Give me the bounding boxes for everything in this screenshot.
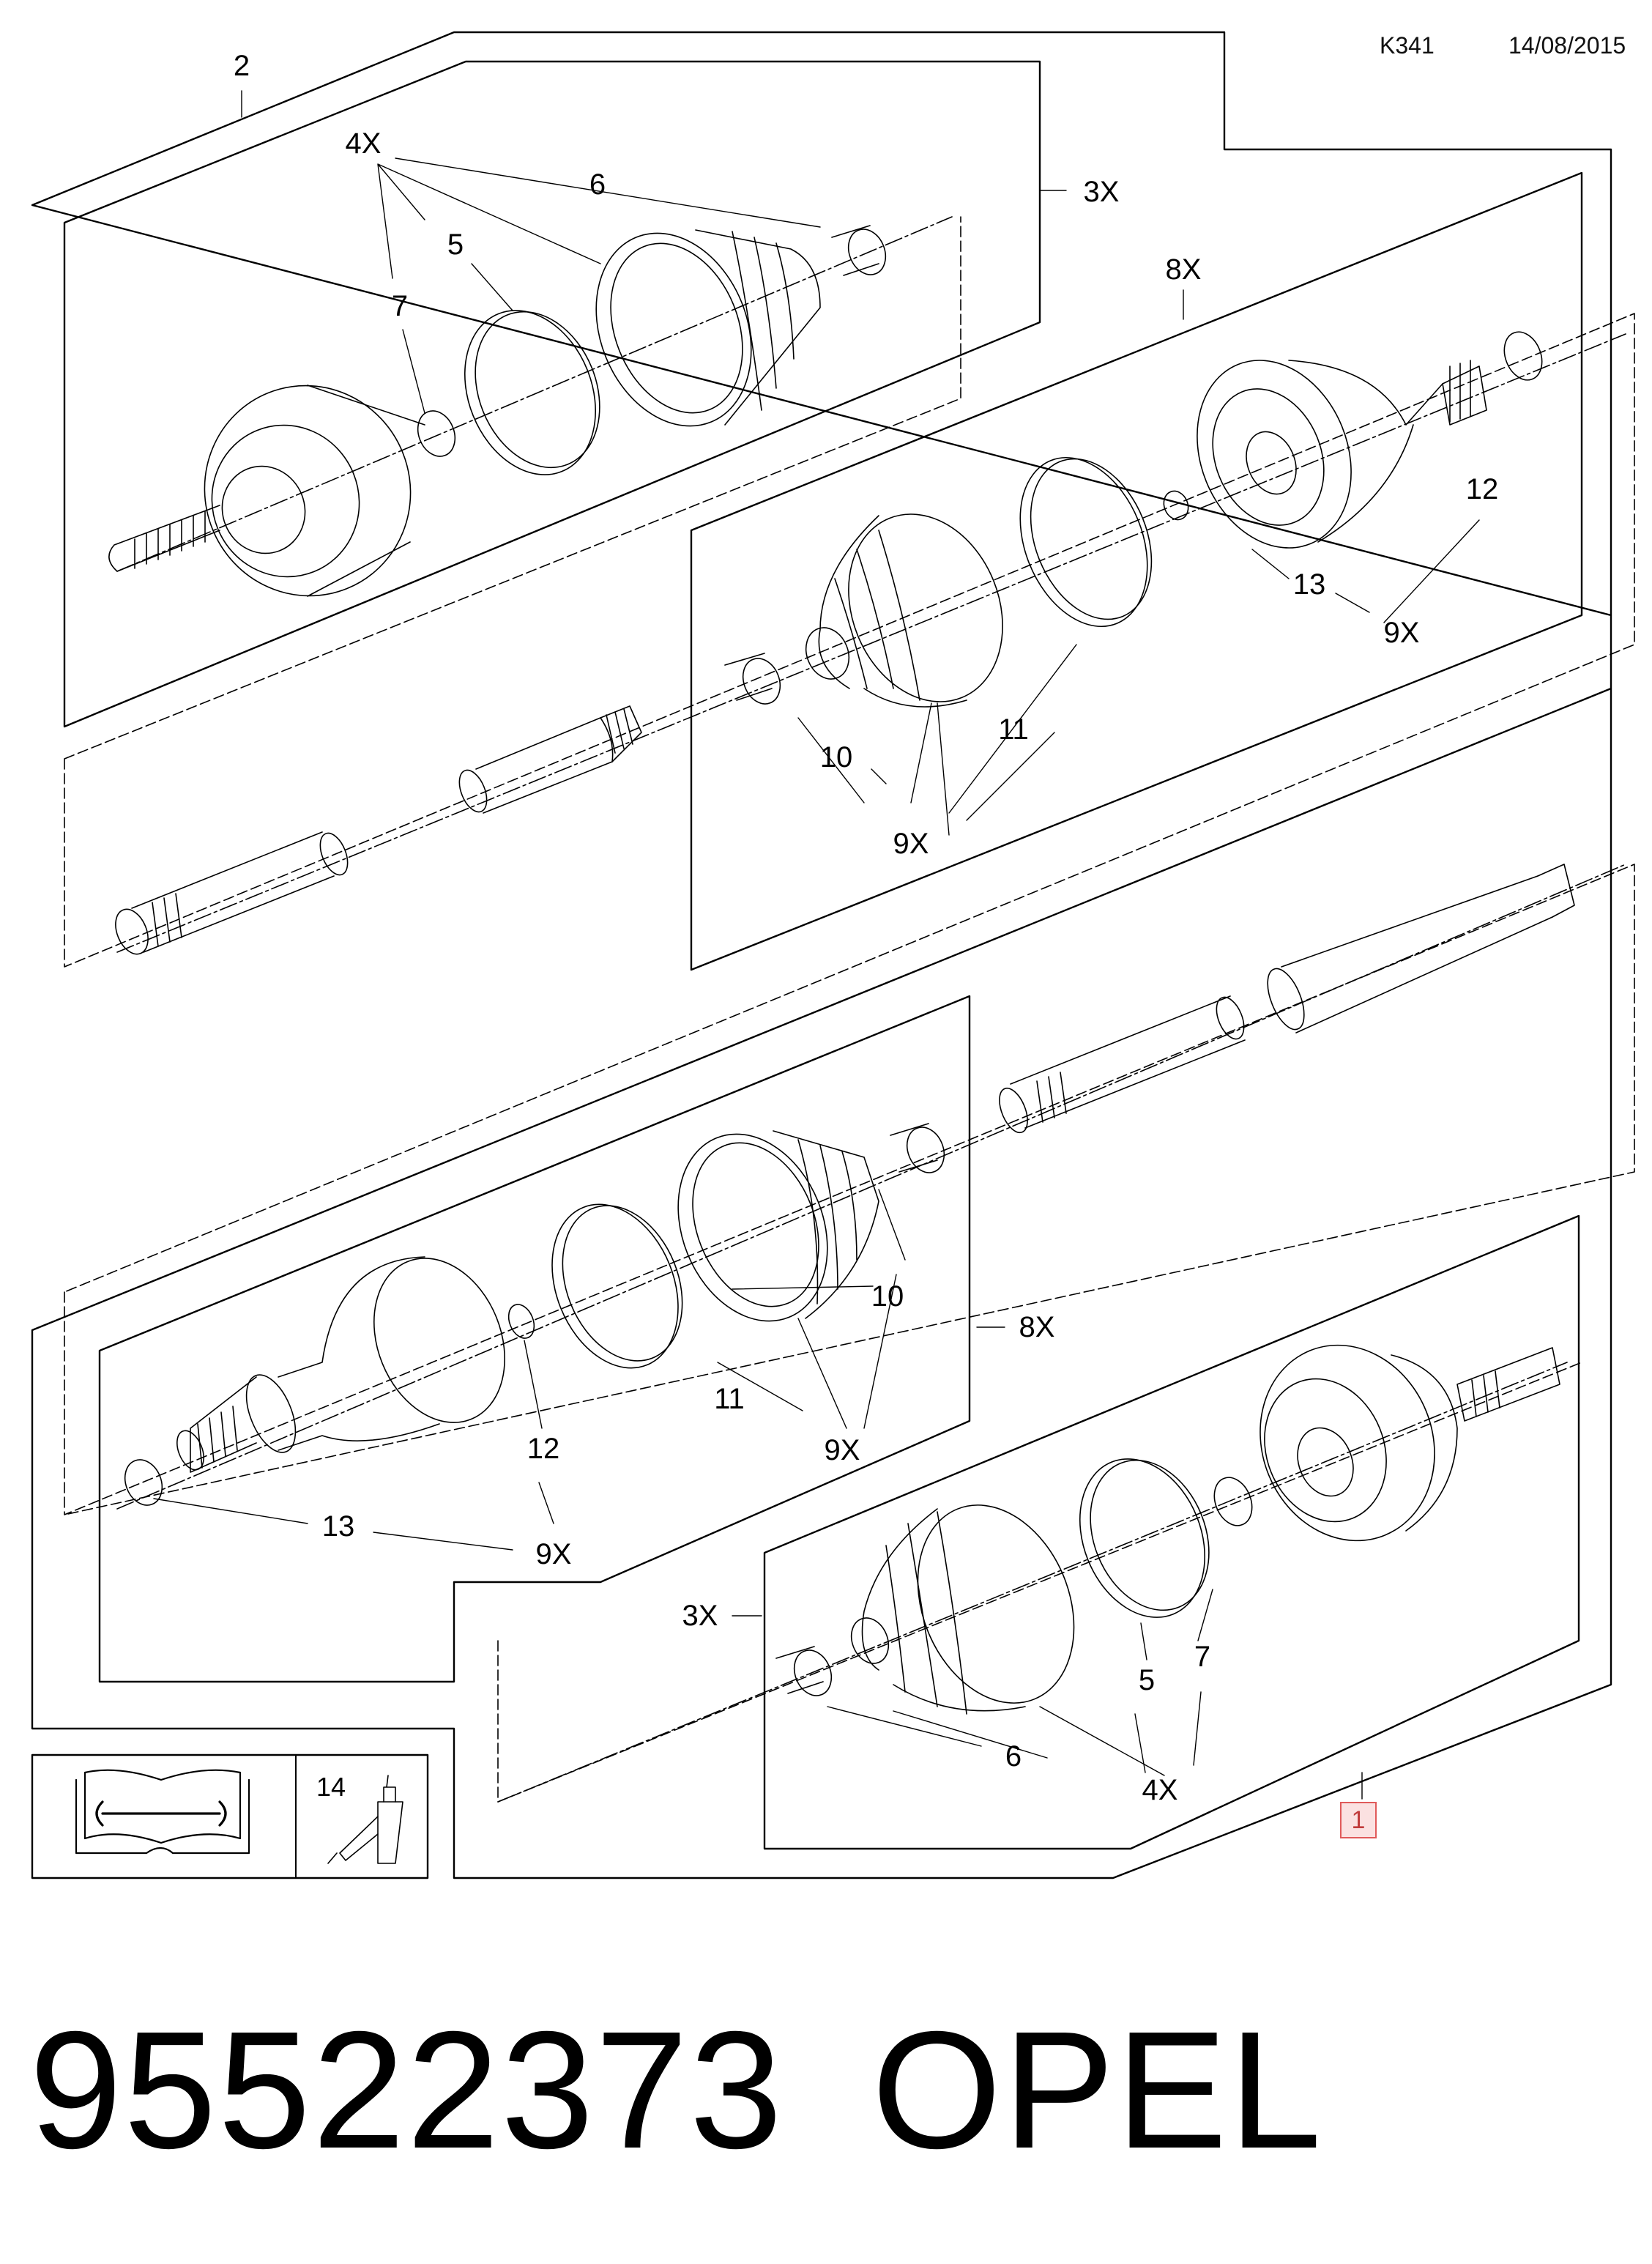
frame-kit-3x-bottom: [764, 1216, 1579, 1849]
snap-ring-12-low: [504, 1301, 539, 1342]
snap-ring-13-right: [1160, 487, 1193, 523]
manual-wrench-icon: [76, 1770, 249, 1853]
callout-5-bottom: 5: [1138, 1664, 1156, 1696]
circlip-7-bottom: [1208, 1471, 1259, 1531]
clamp-5-bottom: [1057, 1440, 1230, 1636]
leader-lines: [154, 91, 1479, 1799]
outer-joint-bottom: [1232, 1318, 1560, 1567]
boot-9x-low: [652, 1112, 879, 1344]
callout-12-right: 12: [1465, 473, 1499, 505]
shaft-long-right: [994, 864, 1574, 1137]
boot-6-top: [568, 209, 820, 449]
callout-10-low: 10: [871, 1280, 904, 1313]
callout-6-bottom: 6: [1005, 1740, 1022, 1773]
clamp-10-low: [890, 1121, 950, 1178]
callout-3x-bottom: 3X: [682, 1600, 718, 1632]
circlip-13-low: [119, 1454, 168, 1510]
frame-assembly-outer: [32, 32, 1611, 1878]
frame-kit-8x-left: [100, 996, 970, 1682]
callout-11-low: 11: [714, 1383, 745, 1415]
shaft-left: [109, 829, 353, 959]
callout-14: 14: [316, 1772, 346, 1802]
callout-6-top: 6: [589, 168, 606, 201]
dashed-group-lower: [64, 864, 1634, 1802]
clamp-11-low: [529, 1185, 704, 1387]
axis-line-1: [117, 217, 1626, 1802]
callout-2: 2: [233, 50, 250, 82]
callout-13-right: 13: [1292, 568, 1326, 601]
frame-kit-8x-right: [691, 173, 1582, 970]
callout-7-bottom: 7: [1194, 1641, 1211, 1673]
icon-box: [32, 1755, 428, 1878]
callout-7-top: 7: [391, 290, 409, 322]
boot-9x-right: [799, 491, 1030, 725]
clamp-10-right: [725, 653, 786, 709]
callout-11-mid: 11: [998, 713, 1029, 746]
circlip-7-top: [412, 405, 461, 461]
callout-4x-top: 4X: [345, 127, 382, 160]
assembly-tag-1[interactable]: 1: [1340, 1802, 1377, 1838]
callout-9x-right: 9X: [1383, 617, 1420, 649]
circlip-12-right: [1497, 326, 1549, 385]
clamp-small-top: [832, 223, 892, 280]
grease-tube-icon: [328, 1775, 403, 1863]
dashed-group-upper: [64, 217, 1634, 1292]
callout-9x-bottom: 9X: [535, 1538, 572, 1570]
callout-5-top: 5: [447, 229, 464, 261]
callout-9x-low: 9X: [824, 1434, 860, 1466]
outer-joint-top: [109, 355, 442, 627]
callout-4x-bottom: 4X: [1142, 1774, 1178, 1806]
part-number: 95522373: [29, 1997, 784, 2183]
callout-13-low: 13: [321, 1510, 355, 1543]
callout-8x-low: 8X: [1019, 1311, 1055, 1343]
inner-joint-low: [172, 1239, 529, 1474]
callout-3x-top: 3X: [1083, 176, 1120, 208]
shaft-short-upper: [454, 706, 641, 816]
drawing-date: 14/08/2015: [1508, 32, 1626, 59]
clamp-11-right: [997, 439, 1174, 645]
frame-kit-2: [64, 62, 1040, 727]
clamp-small-bottom: [776, 1644, 838, 1701]
callout-10-mid: 10: [819, 741, 853, 773]
callout-12-low: 12: [527, 1433, 560, 1465]
boot-6-bottom: [845, 1482, 1102, 1727]
callout-8x-right: 8X: [1165, 253, 1202, 286]
brand-name: OPEL: [871, 1997, 1323, 2183]
inner-joint-right: [1170, 337, 1487, 571]
drawing-code: K341: [1380, 32, 1435, 59]
clamp-5-top: [442, 291, 622, 494]
callout-9x-mid: 9X: [893, 828, 929, 860]
